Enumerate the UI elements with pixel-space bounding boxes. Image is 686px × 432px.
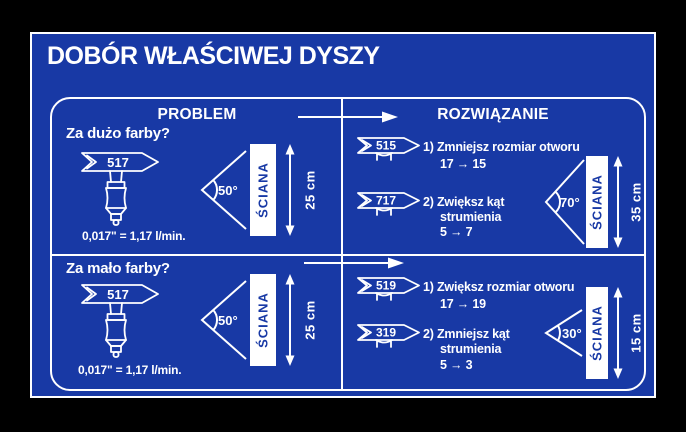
spray-cone-lines [544, 159, 585, 245]
solution-step-text: 2) Zmniejsz kąt [423, 327, 510, 341]
step-line: Zmniejsz rozmiar otworu [437, 140, 580, 154]
nozzle-icon: 717 [357, 192, 420, 216]
step-line: Zmniejsz kąt [437, 327, 510, 341]
wall-label: ŚCIANA [590, 174, 605, 230]
wall-bar [586, 156, 608, 248]
step-number: 1) [423, 280, 434, 294]
wall-bar [586, 287, 608, 379]
nozzle-icon: 519 [357, 277, 420, 301]
flow-arrow-icon [298, 111, 398, 123]
distance-label: 25 cm [303, 300, 318, 339]
spray-tip-icon: 517 [81, 152, 159, 226]
nozzle-banner [81, 284, 159, 304]
flow-note: 0,017" = 1,17 l/min. [82, 229, 186, 243]
wall-label: ŚCIANA [590, 305, 605, 361]
row-divider [52, 254, 644, 256]
spray-cone-lines [200, 150, 247, 230]
angle-arc [554, 190, 562, 214]
nozzle-icon: 515 [357, 137, 420, 161]
step-change: 17 → 15 [440, 157, 486, 171]
nozzle-number: 517 [107, 287, 129, 302]
step-line: strumienia [440, 210, 502, 224]
solution-step-text: 2) Zwiększ kąt [423, 195, 504, 209]
distance-label: 35 cm [629, 182, 644, 221]
nozzle-banner [81, 152, 159, 172]
spray-angle-label: 50° [218, 183, 238, 198]
spray-angle-diagram: 30° ŚCIANA 15 cm [544, 287, 644, 379]
step-change: 5 → 7 [440, 225, 473, 239]
step-change: 17 → 19 [440, 297, 486, 311]
step-number: 1) [423, 140, 434, 154]
distance-label: 25 cm [303, 170, 318, 209]
solution-step-text: 1) Zmniejsz rozmiar otworu [423, 140, 580, 154]
step-change: 5 → 3 [440, 358, 473, 372]
header-solution: ROZWIĄZANIE [437, 106, 549, 123]
angle-arc [556, 324, 561, 342]
step-number: 2) [423, 327, 434, 341]
step-line: Zwiększ kąt [437, 195, 505, 209]
nozzle-fletch [361, 326, 372, 339]
nozzle-banner [357, 277, 420, 294]
flow-note: 0,017" = 1,17 l/min. [78, 363, 182, 377]
wall-label: ŚCIANA [256, 162, 271, 218]
wall-bar [250, 144, 276, 236]
spray-cone-lines [200, 280, 247, 360]
distance-label: 15 cm [629, 313, 644, 352]
step-line: strumienia [440, 342, 502, 356]
solution-step-text: 1) Zwiększ rozmiar otworu [423, 280, 574, 294]
blue-panel: DOBÓR WŁAŚCIWEJ DYSZY PROBLEM ROZWIĄZANI… [30, 32, 656, 398]
spray-angle-diagram: 70° ŚCIANA 35 cm [544, 156, 644, 248]
header-problem: PROBLEM [157, 106, 237, 123]
spray-angle-diagram: 50° ŚCIANA 25 cm [200, 144, 318, 236]
nozzle-banner [357, 137, 420, 154]
spray-angle-label: 30° [562, 326, 582, 341]
nozzle-number: 515 [376, 139, 396, 153]
nozzle-fletch [86, 286, 97, 302]
nozzle-banner [357, 324, 420, 341]
nozzle-number: 717 [376, 194, 396, 208]
nozzle-number: 519 [376, 279, 396, 293]
spray-angle-label: 50° [218, 313, 238, 328]
nozzle-number: 319 [376, 326, 396, 340]
problem-question: Za mało farby? [66, 260, 170, 277]
spray-angle-diagram: 50° ŚCIANA 25 cm [200, 274, 318, 366]
wall-bar [250, 274, 276, 366]
column-divider [341, 99, 343, 389]
step-number: 2) [423, 195, 434, 209]
nozzle-icon: 319 [357, 324, 420, 348]
nozzle-banner [357, 192, 420, 209]
angle-arc [212, 179, 218, 201]
nozzle-number: 517 [107, 155, 129, 170]
angle-arc [212, 309, 218, 331]
nozzle-fletch [86, 154, 97, 170]
nozzle-fletch [361, 194, 372, 207]
flow-arrow-icon [304, 257, 404, 269]
spray-tip-icon: 517 [81, 284, 159, 358]
step-line: Zwiększ rozmiar otworu [437, 280, 575, 294]
wall-label: ŚCIANA [256, 292, 271, 348]
poster-title: DOBÓR WŁAŚCIWEJ DYSZY [47, 42, 380, 70]
nozzle-fletch [361, 139, 372, 152]
problem-question: Za dużo farby? [66, 125, 170, 142]
decision-table: PROBLEM ROZWIĄZANIE Za dużo farby? 517 [50, 97, 646, 391]
spray-angle-label: 70° [560, 195, 580, 210]
nozzle-fletch [361, 279, 372, 292]
spray-cone-lines [544, 309, 583, 357]
